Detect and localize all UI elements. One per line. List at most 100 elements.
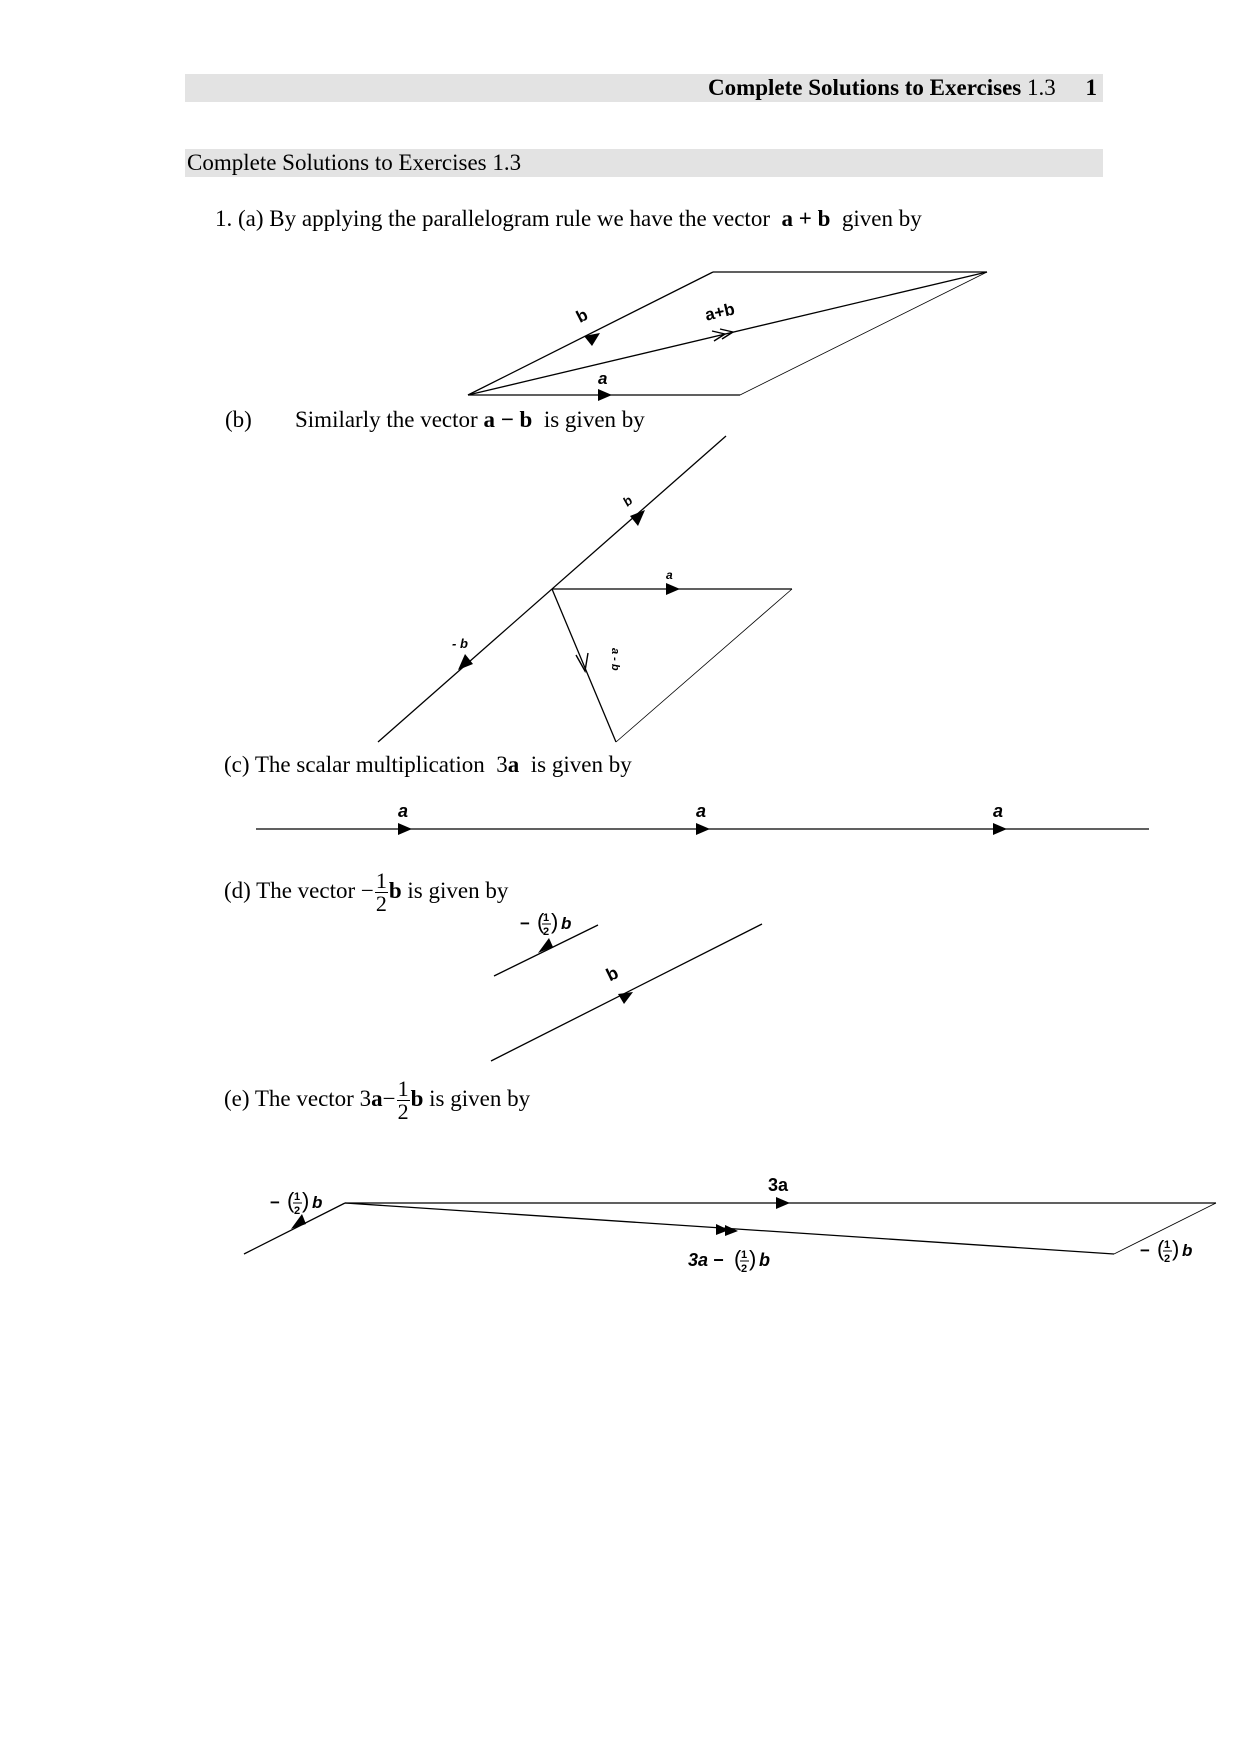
arrow-icon (696, 823, 710, 835)
svg-text:(: ( (734, 1246, 742, 1271)
exercise-1a-after: given by (841, 206, 922, 231)
exercise-1c-text: (c) The scalar multiplication 3a is give… (224, 752, 632, 778)
arrow-icon (716, 1224, 729, 1235)
minus-sign: − (382, 1085, 396, 1111)
label-a: a (398, 801, 408, 821)
svg-text:3a −: 3a − (688, 1250, 724, 1270)
exercise-1e-after: is given by (429, 1085, 531, 1111)
exercise-1b-text: Similarly the vector a − b is given by (295, 407, 645, 433)
vector-b-line (467, 271, 714, 396)
svg-text:(: ( (1157, 1236, 1165, 1261)
arrow-icon (598, 389, 612, 401)
exercise-1a-text: 1. (a) By applying the parallelogram rul… (215, 206, 922, 232)
vector-sum-line (467, 271, 988, 396)
header-text: Complete Solutions to Exercises 1.3 1 (708, 74, 1103, 102)
scalar-3: 3 (496, 752, 508, 777)
label-a-plus-b: a+b (703, 299, 736, 324)
exercise-1c-sentence: (c) The scalar multiplication (224, 752, 485, 777)
closing-edge (615, 588, 793, 743)
label-a: a (696, 801, 706, 821)
vector-minus-half-b-line (243, 1202, 346, 1255)
label-minus-b: - b (452, 636, 468, 651)
arrow-icon (584, 333, 600, 346)
exercise-1b-after: is given by (543, 407, 645, 432)
vector-a-minus-b-line (551, 588, 617, 743)
closing-edge (1113, 1202, 1217, 1255)
svg-text:1: 1 (543, 912, 549, 924)
svg-text:−: − (520, 914, 530, 933)
svg-text:1: 1 (294, 1191, 300, 1203)
svg-text:): ) (749, 1246, 756, 1271)
parallelogram-right-edge (739, 271, 988, 396)
label-a: a (666, 568, 673, 582)
arrow-icon (538, 938, 553, 953)
label-a-minus-b: a - b (609, 648, 621, 671)
arrow-icon (776, 1197, 790, 1209)
label-minus-half-b: − ( 1 2 ) b (520, 909, 571, 938)
label-3a-minus-half-b: 3a − ( 1 2 ) b (688, 1246, 770, 1275)
vector-b: b (410, 1085, 424, 1111)
arrow-icon (725, 1225, 738, 1236)
label-b: b (620, 493, 636, 510)
section-title: Complete Solutions to Exercises 1.3 (187, 150, 522, 175)
svg-text:−: − (1140, 1241, 1150, 1260)
arrow-icon (458, 654, 473, 670)
svg-text:−: − (270, 1193, 280, 1212)
page-number: 1 (1085, 75, 1098, 100)
vector-a: a (507, 752, 520, 777)
arrow-icon (398, 823, 412, 835)
minus-sign: − (360, 877, 374, 903)
arrow-icon (618, 992, 633, 1004)
svg-text:2: 2 (543, 926, 549, 938)
figure-b-difference (377, 435, 793, 743)
svg-text:b: b (312, 1193, 322, 1212)
header-title: Complete Solutions to Exercises (707, 75, 1022, 100)
vector-minus-half-b-line (493, 924, 599, 977)
vector-b-line (490, 923, 763, 1062)
arrow-icon (993, 823, 1007, 835)
left-paren: ( (537, 909, 545, 934)
label-a: a (993, 801, 1003, 821)
exercise-1d-sentence: (d) The vector (224, 877, 356, 903)
header-title-number: 1.3 (1027, 75, 1056, 100)
label-a: a (598, 369, 607, 388)
svg-text:1: 1 (1164, 1239, 1170, 1251)
svg-text:b: b (1182, 1241, 1192, 1260)
svg-text:): ) (302, 1188, 309, 1213)
double-arrow-icon (711, 328, 735, 342)
exercise-1e-sentence: (e) The vector (224, 1085, 354, 1111)
svg-text:2: 2 (294, 1205, 300, 1217)
exercise-1a-sentence: (a) By applying the parallelogram rule w… (238, 206, 770, 231)
scalar-3: 3 (359, 1085, 372, 1111)
svg-text:b: b (561, 914, 571, 933)
vector-a-plus-b: a + b (781, 206, 831, 231)
exercise-1c-after: is given by (530, 752, 632, 777)
figure-a-parallelogram (467, 271, 988, 396)
vector-a-minus-b: a − b (483, 407, 533, 432)
arrow-icon (630, 510, 645, 526)
svg-text:b: b (759, 1250, 770, 1270)
vector-b: b (388, 877, 402, 903)
label-minus-half-b-right: − ( 1 2 ) b (1140, 1236, 1192, 1265)
arrow-icon (291, 1214, 306, 1229)
svg-text:): ) (1172, 1236, 1179, 1261)
exercise-1b-sentence: Similarly the vector (295, 407, 478, 432)
label-minus-half-b-left: − ( 1 2 ) b (270, 1188, 322, 1217)
svg-text:(: ( (287, 1188, 295, 1213)
label-3a: 3a (768, 1175, 789, 1195)
arrow-icon (666, 583, 680, 595)
exercise-1d-after: is given by (407, 877, 509, 903)
section-heading: Complete Solutions to Exercises 1.3 (185, 149, 1103, 177)
vector-a: a (371, 1085, 383, 1111)
right-paren: ) (551, 909, 558, 934)
svg-text:2: 2 (741, 1263, 747, 1275)
open-arrow-icon (575, 652, 589, 674)
page-header: Complete Solutions to Exercises 1.3 1 (185, 74, 1103, 102)
svg-text:2: 2 (1164, 1253, 1170, 1265)
exercise-1b-label: (b) (225, 407, 252, 432)
label-b: b (603, 962, 622, 985)
